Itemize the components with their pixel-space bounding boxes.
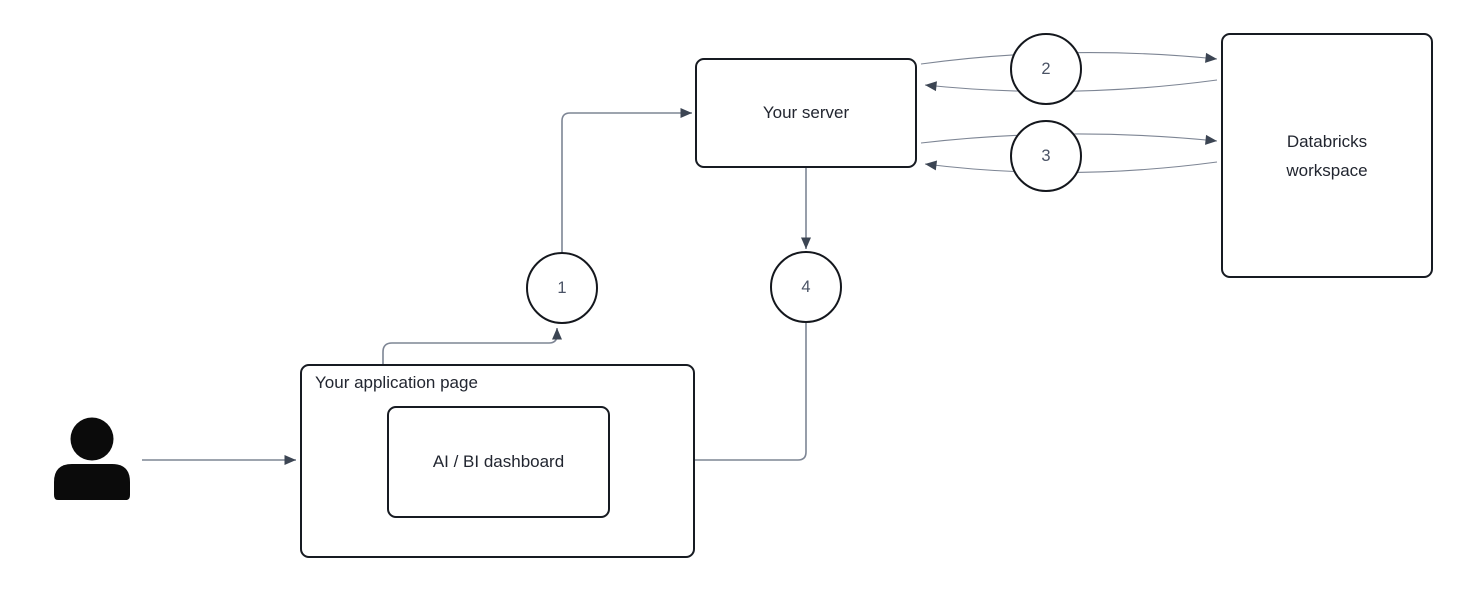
- arrow-app-to-step1: [382, 328, 562, 364]
- arrow-step1-to-server: [561, 108, 692, 252]
- step-number-4: 4: [801, 277, 811, 296]
- arrow-step4-to-dashboard: [614, 323, 807, 465]
- dashboard-label: AI / BI dashboard: [432, 452, 565, 471]
- server-label: Your server: [762, 103, 850, 122]
- databricks-box: Databricks workspace: [1221, 33, 1433, 278]
- step-circle-1: 1: [526, 252, 598, 324]
- step-circle-3: 3: [1010, 120, 1082, 192]
- step-circle-2: 2: [1010, 33, 1082, 105]
- server-box: Your server: [695, 58, 917, 168]
- dashboard-box: AI / BI dashboard: [387, 406, 610, 518]
- step-circle-4: 4: [770, 251, 842, 323]
- step-number-2: 2: [1041, 59, 1051, 78]
- user-icon: [54, 417, 130, 500]
- app-page-box: Your application page: [300, 364, 695, 558]
- app-page-label: Your application page: [315, 373, 478, 392]
- databricks-label: Databricks workspace: [1286, 131, 1368, 180]
- step-number-3: 3: [1041, 146, 1051, 165]
- step-number-1: 1: [557, 278, 567, 297]
